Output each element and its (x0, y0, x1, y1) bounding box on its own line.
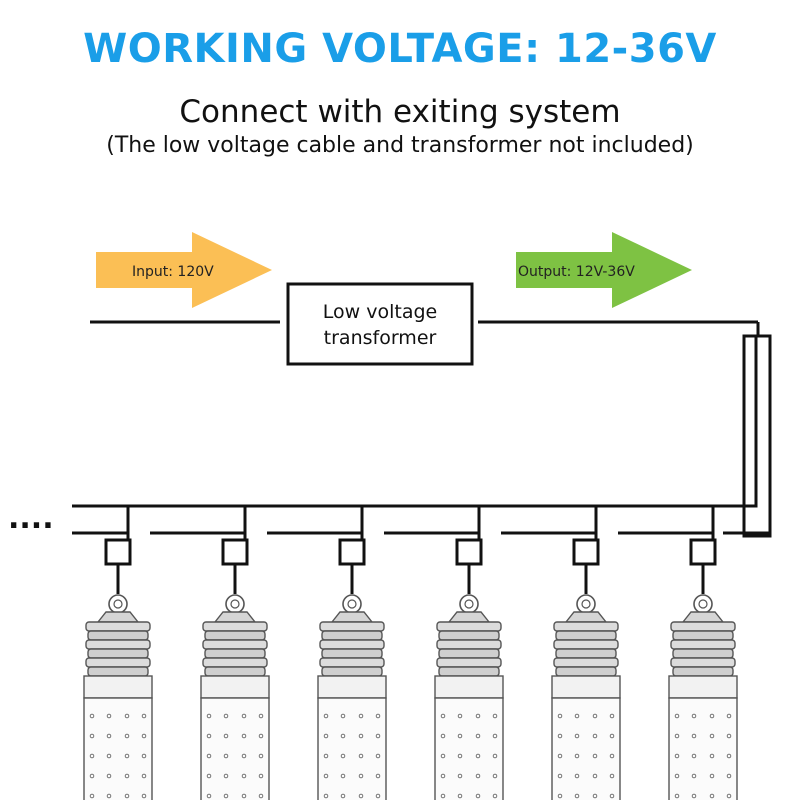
connector (455, 506, 483, 566)
led-bulb-icon (82, 562, 154, 800)
connector (572, 506, 600, 566)
transformer-box: Low voltage transformer (286, 282, 474, 366)
transformer-label-line1: Low voltage (323, 301, 437, 323)
led-bulb-icon (667, 562, 739, 800)
transformer-label-line2: transformer (324, 327, 437, 349)
input-arrow-icon (96, 232, 272, 308)
continuation-dots: .... (8, 501, 54, 536)
connector (338, 506, 366, 566)
connectors (104, 506, 717, 566)
input-arrow-label: Input: 120V (132, 264, 214, 280)
connector (221, 506, 249, 566)
wiring (72, 320, 772, 538)
led-bulb-icon (433, 562, 505, 800)
page-note: (The low voltage cable and transformer n… (106, 133, 694, 158)
led-bulb-icon (199, 562, 271, 800)
led-bulb-icon (316, 562, 388, 800)
page-title: WORKING VOLTAGE: 12-36V (83, 26, 717, 72)
output-arrow-label: Output: 12V-36V (518, 264, 635, 280)
output-arrow: Output: 12V-36V (516, 232, 692, 308)
connector (104, 506, 132, 566)
output-arrow-icon (516, 232, 692, 308)
led-bulb-icon (550, 562, 622, 800)
input-arrow: Input: 120V (96, 232, 272, 308)
led-bulbs (82, 562, 739, 800)
connector (689, 506, 717, 566)
page-subtitle: Connect with exiting system (179, 94, 621, 130)
